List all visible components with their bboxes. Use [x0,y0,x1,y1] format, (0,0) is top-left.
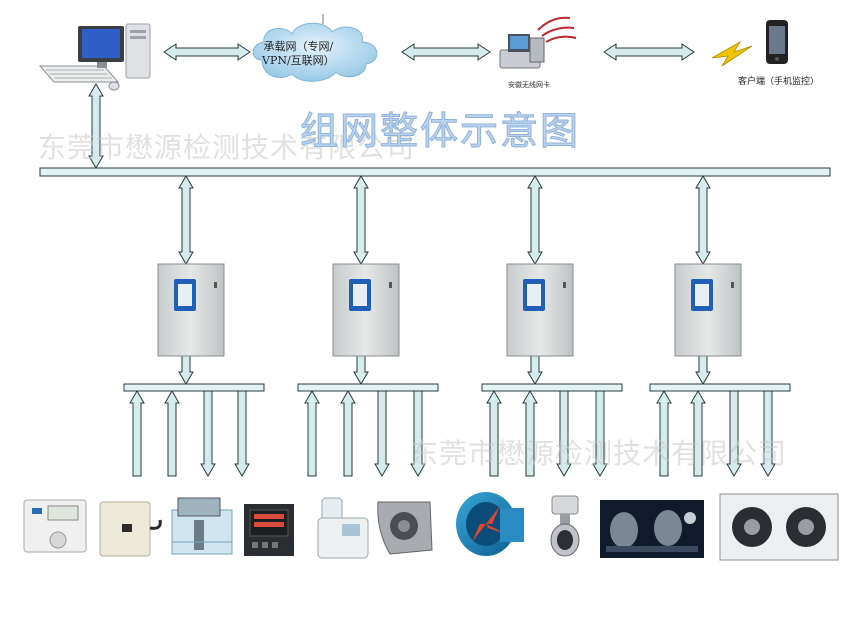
condensing-unit-icon [600,500,704,558]
arrow-input-1-b [164,390,180,477]
arrow-input-4-a [656,390,672,477]
cabinet-lock [731,282,734,288]
computer-icon [38,23,151,91]
wireless-router-icon [499,16,577,69]
cabinet-display [695,284,709,306]
arrow-output-3-a [556,390,572,477]
air-cooler-icon [719,493,839,561]
arrow-output-2-b [410,390,426,477]
field-devices [23,492,839,561]
arrow-output-4-b [760,390,776,477]
arrow-bus-cabinet-4 [695,175,711,265]
cloud-label-line1: 承载网（专网/ [263,40,334,53]
arrow-input-1-a [129,390,145,477]
arrow-pc-bus [88,83,104,169]
arrow-bus-cabinet-3 [527,175,543,265]
control-cabinet-4 [674,263,742,357]
sub-bus-bars [123,383,791,392]
arrow-cloud-router [401,43,491,61]
centrifugal-fan-icon [377,501,433,555]
arrow-input-3-b [522,390,538,477]
client-label: 客户端（手机监控） [738,77,820,87]
sub-bus-4 [649,383,791,392]
arrow-output-1-b [234,390,250,477]
arrow-output-3-b [592,390,608,477]
arrow-bus-cabinet-1 [178,175,194,265]
arrow-input-4-b [690,390,706,477]
arrow-router-client [603,43,695,61]
water-dispenser-device-icon [171,497,233,555]
arrow-output-4-a [726,390,742,477]
arrow-input-2-a [304,390,320,477]
arrow-pc-cloud [163,43,251,61]
sub-bus-1 [123,383,265,392]
cloud-network-icon [252,14,378,82]
watermark-bottom: 东莞市懋源检测技术有限公司 [410,437,788,470]
cabinet-lock [563,282,566,288]
arrow-bus-cabinet-2 [353,175,369,265]
humidifier-icon [317,497,369,559]
control-cabinet-2 [332,263,400,357]
sub-bus-2 [297,383,439,392]
axial-fan-icon [456,492,524,556]
arrow-output-2-a [374,390,390,477]
electric-valve-icon [550,495,580,557]
control-cabinet-3 [506,263,574,357]
wall-sensor-box-icon [99,501,162,557]
cloud-label: 承载网（专网/ VPN/互联网） [262,40,335,68]
cloud-label-line2: VPN/互联网） [262,54,335,67]
arrow-input-3-a [486,390,502,477]
diagram-title: 组网整体示意图 [299,109,581,154]
connection-arrows [88,43,776,477]
cabinet-display [178,284,192,306]
cabinet-lock [214,282,217,288]
mobile-phone-icon [711,20,788,67]
control-cabinet-1 [157,263,225,357]
cabinet-display [353,284,367,306]
sub-bus-3 [481,383,623,392]
watermark-top: 东莞市懋源检测技术有限公司 [38,131,416,164]
control-cabinets [157,263,742,357]
main-bus-bar [39,167,831,177]
cabinet-display [527,284,541,306]
cabinet-lock [389,282,392,288]
power-meter-icon [244,504,294,556]
temperature-humidity-sensor-icon [23,499,87,553]
router-label: 安徽无线网卡 [508,81,550,89]
arrow-input-2-b [340,390,356,477]
arrow-output-1-a [200,390,216,477]
